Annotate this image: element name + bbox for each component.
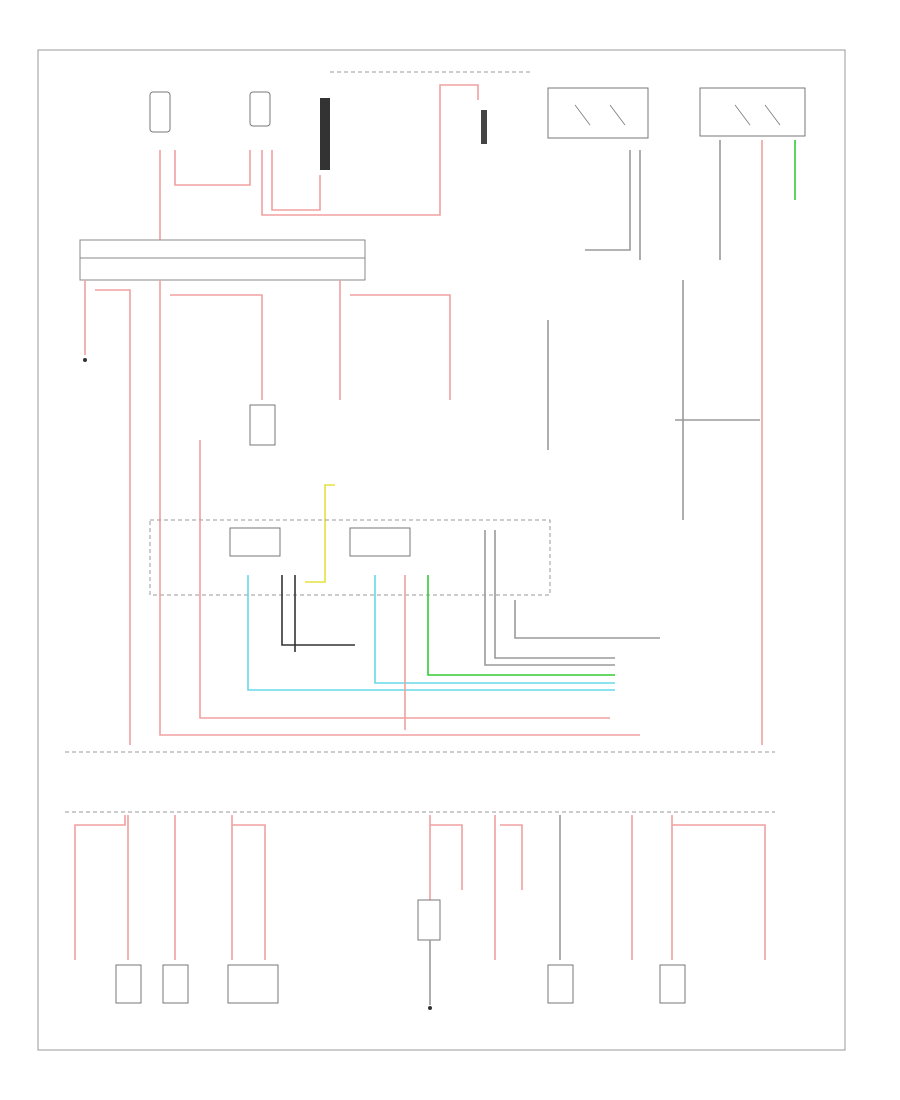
module-block-outline <box>149 519 551 596</box>
black-wire-1 <box>281 575 355 646</box>
ground-node-bottom <box>428 1006 432 1010</box>
module-switch-1 <box>229 527 281 557</box>
ignition-switch-contact-1 <box>574 104 591 126</box>
lower-fuse-panel <box>65 358 775 1010</box>
fuse-branch-4 <box>170 294 263 400</box>
diagram-frame <box>37 49 846 1051</box>
module-switch-2 <box>349 527 411 557</box>
power-wire-top-1 <box>174 150 251 186</box>
drop-wire-1 <box>74 815 126 960</box>
ignition-switch-contact-2 <box>609 104 626 126</box>
ground-wire-bundle-2 <box>494 530 615 659</box>
relay-contact-2 <box>764 104 781 126</box>
drop-wire-12 <box>671 815 766 960</box>
ground-wire-ign-1 <box>585 150 631 251</box>
power-wire-mid-2 <box>199 520 610 719</box>
bottom-component-9 <box>659 964 686 1004</box>
cyan-wire-1 <box>247 575 615 691</box>
cyan-wire-2 <box>374 575 615 684</box>
fuse-branch-6 <box>350 294 451 400</box>
resistor-symbol <box>481 110 487 144</box>
ground-node-left <box>83 358 87 362</box>
bottom-component-2 <box>115 964 142 1004</box>
top-section <box>149 71 806 745</box>
ground-wire-bundle-1 <box>484 530 615 666</box>
fuse-box-2 <box>249 91 271 127</box>
power-wire-top-4 <box>271 150 321 211</box>
yellow-wire <box>305 484 335 583</box>
fuse-block-outline <box>79 239 366 281</box>
ground-wire-bundle-3 <box>514 600 660 639</box>
fuse-branch-2 <box>95 289 131 745</box>
drop-wire-4 <box>231 815 266 960</box>
fuse-box-1 <box>149 91 171 133</box>
relay-contact-1 <box>734 104 751 126</box>
power-wire-top-2 <box>261 84 479 216</box>
component-box-mid-1 <box>249 404 276 446</box>
drop-wire-9 <box>500 824 523 890</box>
bottom-component-3 <box>162 964 189 1004</box>
relay-box-top-right <box>699 87 806 137</box>
green-wire-mid <box>427 575 615 676</box>
bottom-component-4 <box>227 964 279 1004</box>
ignition-switch-box <box>547 87 649 139</box>
power-wire-mid-3 <box>159 590 640 736</box>
middle-module-section <box>149 519 660 736</box>
fuse-block-section <box>79 239 760 745</box>
drop-wire-6 <box>429 815 463 890</box>
battery-coil <box>320 98 330 170</box>
bottom-component-7 <box>547 964 574 1004</box>
bottom-component-center <box>417 899 441 941</box>
